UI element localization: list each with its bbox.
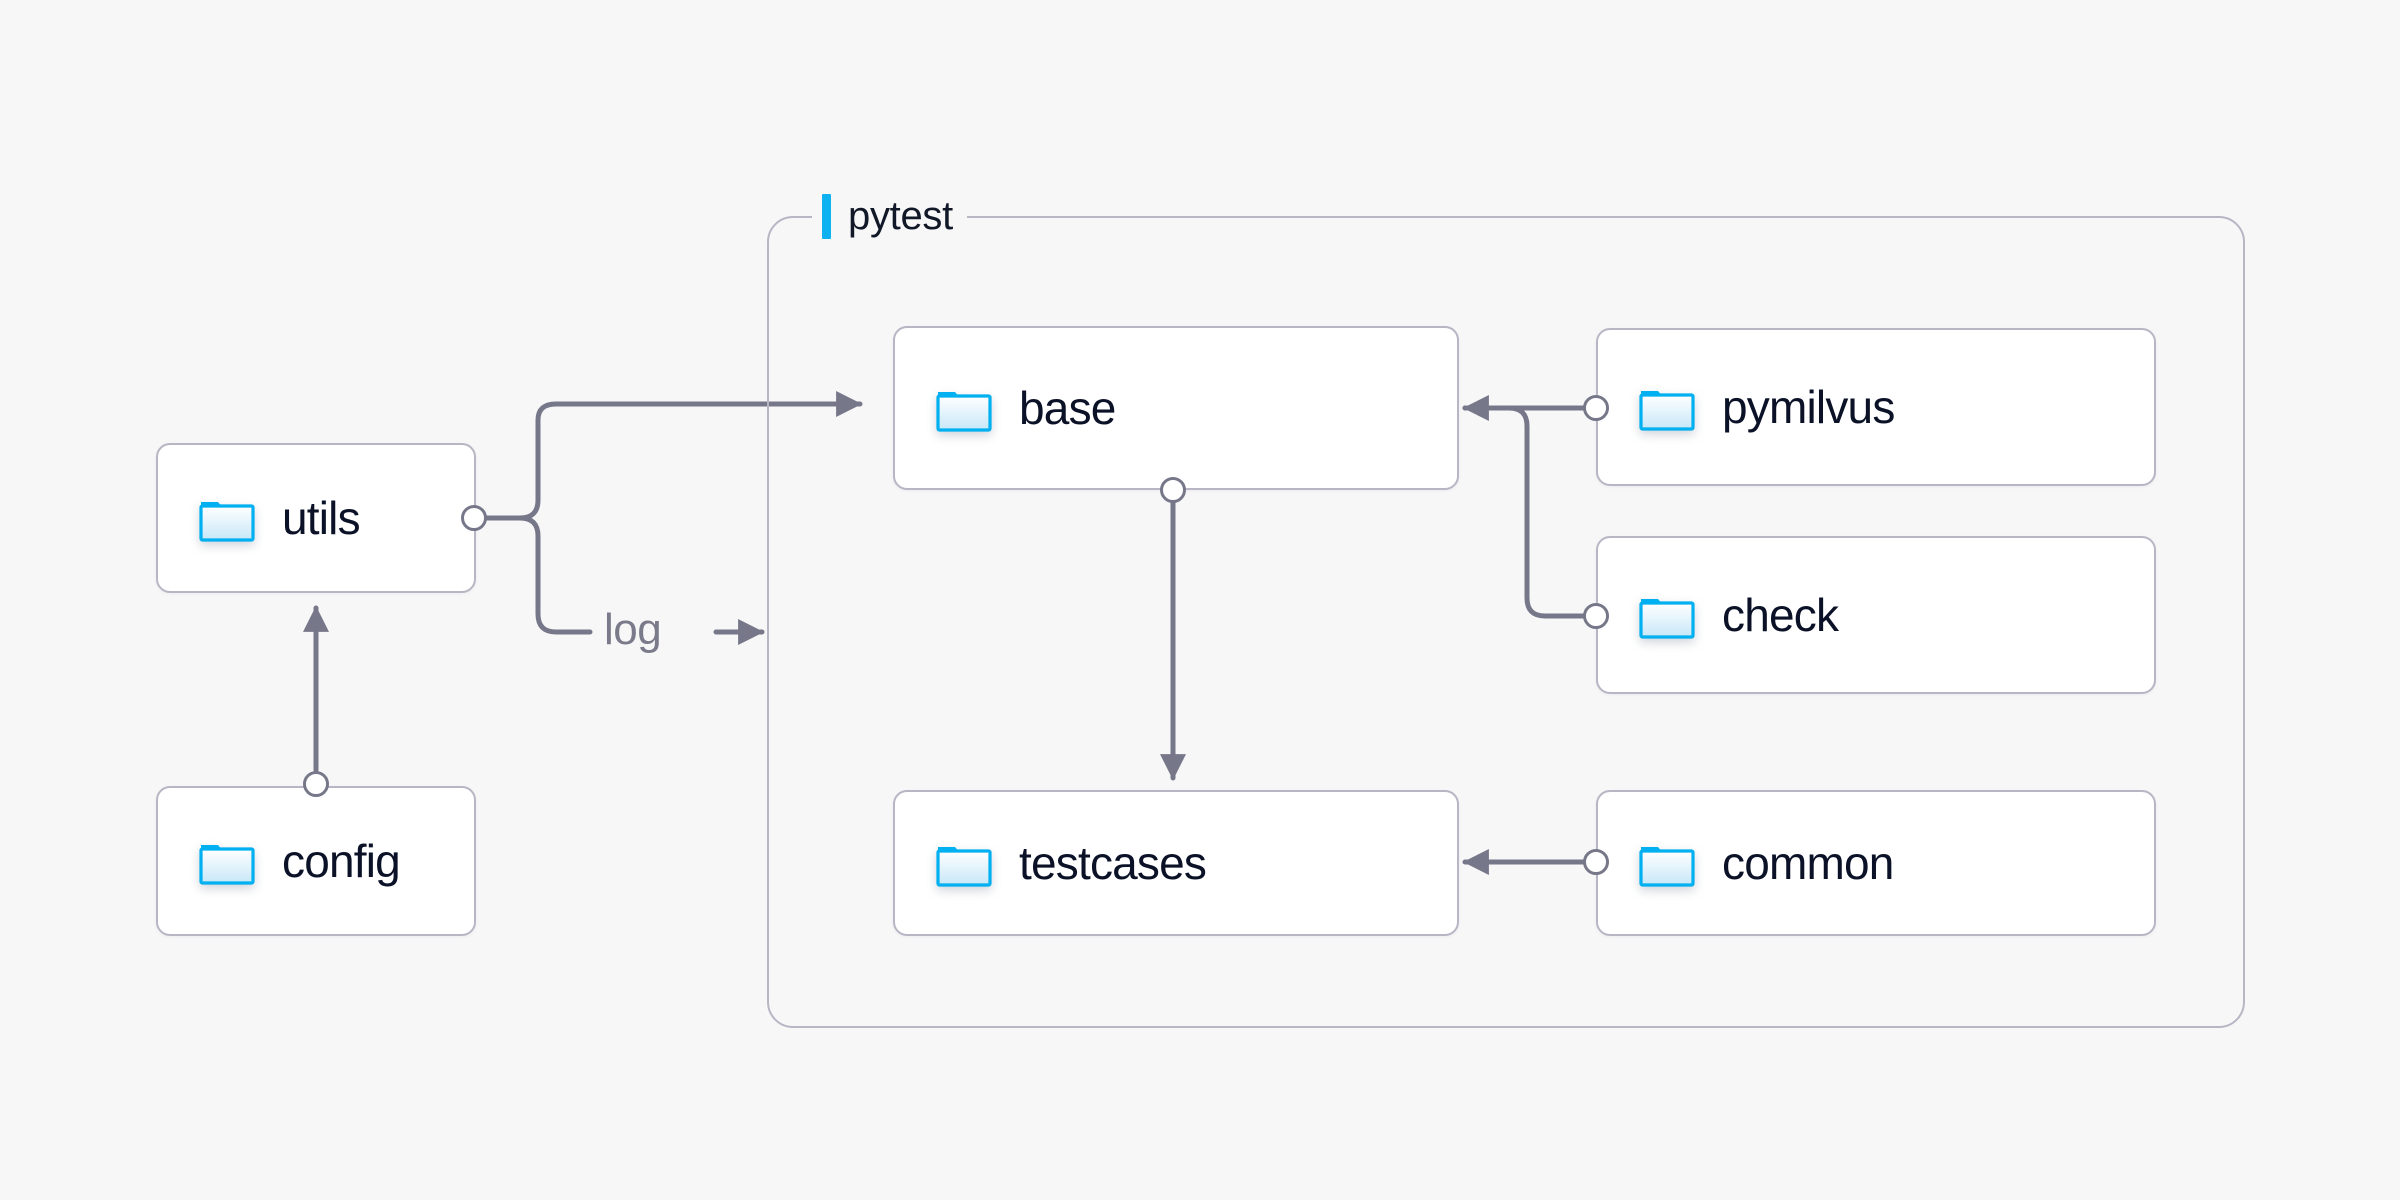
port-common-left[interactable] xyxy=(1583,849,1609,875)
node-label: check xyxy=(1722,589,1839,641)
folder-icon xyxy=(1638,382,1696,432)
node-testcases[interactable]: testcases xyxy=(893,790,1459,936)
folder-icon xyxy=(198,493,256,543)
node-pymilvus[interactable]: pymilvus xyxy=(1596,328,2156,486)
folder-icon xyxy=(1638,590,1696,640)
group-accent-bar xyxy=(822,193,831,239)
group-title: pytest xyxy=(848,194,953,238)
node-label: base xyxy=(1019,382,1116,434)
node-label: pymilvus xyxy=(1722,381,1895,433)
node-common[interactable]: common xyxy=(1596,790,2156,936)
node-base[interactable]: base xyxy=(893,326,1459,490)
folder-icon xyxy=(935,838,993,888)
edge-label-log: log xyxy=(604,605,662,654)
node-label: testcases xyxy=(1019,837,1207,889)
node-config[interactable]: config xyxy=(156,786,476,936)
edge-utils-to-log xyxy=(484,515,593,635)
port-base-bottom[interactable] xyxy=(1160,477,1186,503)
group-pytest-label: pytest xyxy=(812,193,967,239)
node-label: utils xyxy=(282,492,361,544)
port-pymilvus-left[interactable] xyxy=(1583,395,1609,421)
folder-icon xyxy=(1638,838,1696,888)
node-label: config xyxy=(282,835,401,887)
port-check-left[interactable] xyxy=(1583,603,1609,629)
node-utils[interactable]: utils xyxy=(156,443,476,593)
node-label: common xyxy=(1722,837,1894,889)
folder-icon xyxy=(935,383,993,433)
port-utils-right[interactable] xyxy=(461,505,487,531)
group-pytest[interactable] xyxy=(767,216,2245,1028)
folder-icon xyxy=(198,836,256,886)
port-config-top[interactable] xyxy=(303,771,329,797)
node-check[interactable]: check xyxy=(1596,536,2156,694)
